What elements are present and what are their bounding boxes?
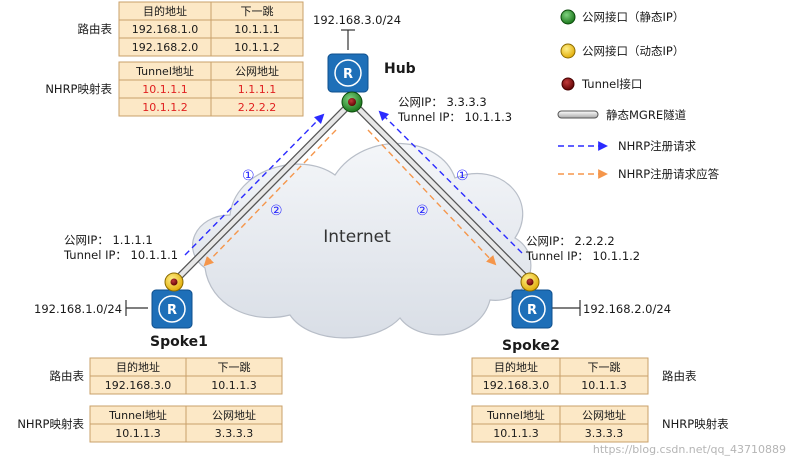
legend-static-ip-label: 公网接口（静态IP） — [582, 10, 684, 24]
hub-nhrp-table-cell: 2.2.2.2 — [238, 101, 276, 114]
spoke1-tunnel-icon — [170, 278, 178, 286]
hub-route-table-header: 目的地址 — [143, 4, 187, 18]
spoke2-nhrp-table: Tunnel地址 公网地址 10.1.1.3 3.3.3.3 NHRP映射表 — [471, 405, 729, 443]
spoke1-nhrp-table-header: Tunnel地址 — [108, 408, 167, 422]
spoke2-router: R — [511, 289, 581, 329]
hub-route-table-header: 下一跳 — [241, 4, 274, 18]
spoke2-route-table-cell: 192.168.3.0 — [483, 379, 549, 392]
spoke2-route-table-header: 目的地址 — [494, 360, 538, 374]
spoke1-subnet: 192.168.1.0/24 — [34, 302, 122, 316]
hub-route-table-cell: 10.1.1.1 — [234, 23, 279, 36]
hub-nhrp-table: Tunnel地址 公网地址 10.1.1.1 1.1.1.1 10.1.1.2 2.2.2… — [45, 61, 304, 117]
legend-tunnel-icon — [561, 77, 575, 91]
hub-public-ip: 公网IP： 3.3.3.3 — [398, 95, 487, 109]
nhrp-reply-arrow-spoke2 — [367, 129, 497, 266]
legend-static-ip-icon — [560, 9, 576, 25]
internet-cloud: Internet — [192, 142, 532, 339]
step-1-marker-left: ① — [242, 168, 255, 184]
router-icon: R — [167, 303, 177, 318]
router-icon: R — [527, 303, 537, 318]
hub-nhrp-table-header: 公网地址 — [235, 64, 279, 78]
hub-nhrp-table-cell: 10.1.1.2 — [142, 101, 187, 114]
step-2-marker-right: ② — [416, 203, 429, 219]
router-icon: R — [343, 67, 353, 82]
spoke1-nhrp-table: Tunnel地址 公网地址 10.1.1.3 3.3.3.3 NHRP映射表 — [17, 405, 283, 443]
internet-label: Internet — [323, 227, 391, 247]
spoke1-label: Spoke1 — [150, 334, 208, 350]
hub-router: R — [327, 29, 369, 93]
spoke1-tunnel-ip: Tunnel IP： 10.1.1.1 — [63, 248, 178, 262]
spoke2-label: Spoke2 — [502, 338, 560, 354]
spoke2-route-table-cell: 10.1.1.3 — [581, 379, 626, 392]
spoke1-public-ip: 公网IP： 1.1.1.1 — [64, 233, 153, 247]
spoke1-route-table-header: 目的地址 — [116, 360, 160, 374]
hub-label: Hub — [384, 61, 416, 77]
legend-mgre-label: 静态MGRE隧道 — [606, 108, 687, 122]
legend-tunnel-label: Tunnel接口 — [581, 77, 642, 91]
legend-dynamic-ip-icon — [560, 43, 576, 59]
legend-reply-label: NHRP注册请求应答 — [618, 167, 720, 181]
nhrp-reply-arrow-spoke1 — [203, 129, 337, 267]
spoke2-subnet: 192.168.2.0/24 — [583, 302, 671, 316]
hub-nhrp-table-label: NHRP映射表 — [45, 82, 112, 96]
spoke1-router: R — [125, 289, 193, 329]
spoke1-nhrp-table-cell: 3.3.3.3 — [215, 427, 253, 440]
step-1-marker-right: ① — [456, 168, 469, 184]
spoke2-route-table-header: 下一跳 — [588, 360, 621, 374]
hub-tunnel-icon — [348, 98, 356, 106]
hub-nhrp-table-cell: 1.1.1.1 — [238, 83, 276, 96]
hub-subnet: 192.168.3.0/24 — [313, 13, 401, 27]
nhrp-request-arrow-spoke1 — [184, 113, 325, 256]
hub-nhrp-table-cell: 10.1.1.1 — [142, 83, 187, 96]
mgre-tunnel-hub-spoke1 — [170, 98, 356, 286]
spoke2-route-table-label: 路由表 — [662, 369, 697, 383]
spoke2-tunnel-ip: Tunnel IP： 10.1.1.2 — [525, 249, 640, 263]
spoke1-route-table-header: 下一跳 — [218, 360, 251, 374]
mgre-tunnel-hub-spoke2 — [348, 98, 534, 286]
legend-mgre-icon — [557, 110, 599, 119]
hub-route-table-cell: 192.168.2.0 — [132, 41, 198, 54]
nhrp-request-arrow-spoke2 — [378, 110, 523, 254]
spoke1-route-table: 目的地址 下一跳 192.168.3.0 10.1.1.3 路由表 — [50, 357, 283, 395]
step-2-marker-left: ② — [270, 203, 283, 219]
hub-route-table: 目的地址 下一跳 192.168.1.0 10.1.1.1 192.168.2.0 10.… — [78, 1, 304, 57]
spoke2-nhrp-table-label: NHRP映射表 — [662, 417, 729, 431]
spoke2-public-ip: 公网IP： 2.2.2.2 — [526, 234, 615, 248]
hub-tunnel-ip: Tunnel IP： 10.1.1.3 — [397, 110, 512, 124]
hub-route-table-label: 路由表 — [78, 22, 113, 36]
spoke2-route-table: 目的地址 下一跳 192.168.3.0 10.1.1.3 路由表 — [471, 357, 697, 395]
spoke2-nhrp-table-cell: 3.3.3.3 — [585, 427, 623, 440]
spoke2-tunnel-icon — [526, 278, 534, 286]
spoke2-nhrp-table-cell: 10.1.1.3 — [493, 427, 538, 440]
spoke2-nhrp-table-header: 公网地址 — [582, 408, 626, 422]
spoke1-nhrp-table-label: NHRP映射表 — [17, 417, 84, 431]
spoke1-nhrp-table-header: 公网地址 — [212, 408, 256, 422]
hub-nhrp-table-header: Tunnel地址 — [135, 64, 194, 78]
hub-route-table-cell: 10.1.1.2 — [234, 41, 279, 54]
spoke1-nhrp-table-cell: 10.1.1.3 — [115, 427, 160, 440]
spoke1-route-table-label: 路由表 — [50, 369, 85, 383]
hub-route-table-cell: 192.168.1.0 — [132, 23, 198, 36]
legend: 公网接口（静态IP） 公网接口（动态IP） Tunnel接口 静态MGRE隧道 … — [557, 9, 720, 181]
spoke2-nhrp-table-header: Tunnel地址 — [486, 408, 545, 422]
spoke1-route-table-cell: 192.168.3.0 — [105, 379, 171, 392]
spoke1-route-table-cell: 10.1.1.3 — [211, 379, 256, 392]
legend-request-label: NHRP注册请求 — [618, 139, 697, 153]
watermark: https://blog.csdn.net/qq_43710889 — [593, 443, 786, 456]
legend-dynamic-ip-label: 公网接口（动态IP） — [582, 44, 684, 58]
